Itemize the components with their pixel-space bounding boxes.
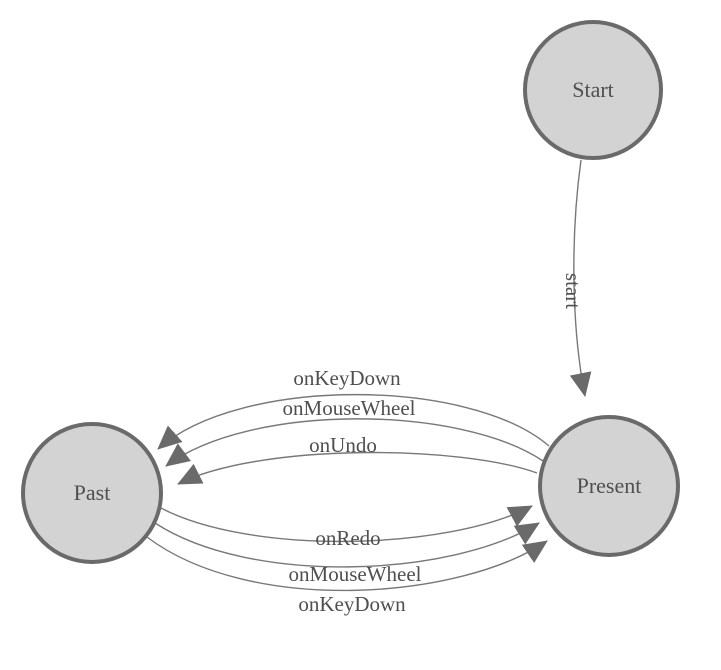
edge-present-to-past-onkeydown [157,393,550,450]
edge-label-start: start [561,273,585,309]
edge-present-to-past-onmousewheel [165,418,544,467]
edge-label-onundo: onUndo [309,433,377,457]
past-node-circle [21,422,163,564]
edge-label-onmousewheel-bottom: onMouseWheel [289,562,422,586]
start-node-circle [523,20,663,160]
state-node-start: Start [523,20,663,160]
present-node-label: Present [577,473,642,498]
state-node-past: Past [21,422,163,564]
edge-label-onmousewheel-top: onMouseWheel [283,396,416,420]
start-node-label: Start [572,77,614,102]
node-layer: Start Past Present [21,20,680,564]
edge-layer [146,159,592,592]
edge-label-onredo: onRedo [315,526,380,550]
edge-label-layer: start onKeyDown onMouseWheel onUndo onRe… [283,273,585,616]
present-node-circle [538,415,680,557]
edge-past-to-present-onmousewheel [154,522,540,568]
past-node-label: Past [74,480,111,505]
edge-past-to-present-onkeydown [146,536,548,592]
edge-label-onkeydown-top: onKeyDown [293,366,401,390]
edge-past-to-present-onredo [158,505,533,543]
state-node-present: Present [538,415,680,557]
edge-start-to-present [569,159,592,397]
edge-present-to-past-onundo [177,451,538,485]
edge-label-onkeydown-bottom: onKeyDown [298,592,406,616]
